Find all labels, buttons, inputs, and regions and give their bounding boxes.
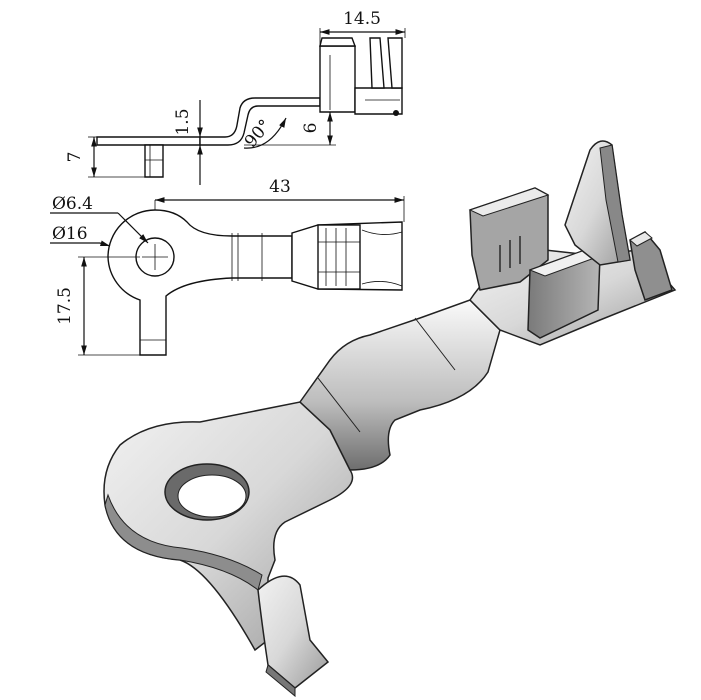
dim-hole-label: Ø6.4: [52, 194, 93, 214]
top-ring-outline: [107, 209, 293, 356]
side-crimp-top: [319, 37, 357, 47]
side-wing-2: [387, 37, 403, 89]
ring-tab: [257, 575, 330, 689]
dim-6-label: 6: [301, 123, 321, 134]
ring-body: [103, 401, 354, 652]
offset-neck: [299, 299, 501, 471]
side-ring-flat: [96, 136, 201, 146]
ring-hole-inner: [177, 474, 247, 518]
ring-edge: [104, 493, 263, 591]
dim-17-5-label: 17.5: [55, 287, 75, 325]
side-tab-down: [144, 144, 164, 178]
dim-7-label: 7: [65, 152, 85, 163]
top-insulation-crimp: [317, 224, 361, 290]
side-wing-1: [369, 37, 385, 89]
dim-14-5-label: 14.5: [343, 9, 381, 29]
side-barrel: [354, 87, 403, 115]
side-view: 14.5 1.5 90° 6 7: [65, 9, 406, 185]
dim-ring-label: Ø16: [52, 224, 88, 244]
dim-43-label: 43: [269, 177, 291, 197]
side-crimp-body: [319, 45, 356, 113]
isometric-view: [103, 140, 677, 698]
dim-1-5-label: 1.5: [173, 108, 193, 135]
top-view: 43 Ø6.4 Ø16 17.5: [50, 177, 405, 356]
